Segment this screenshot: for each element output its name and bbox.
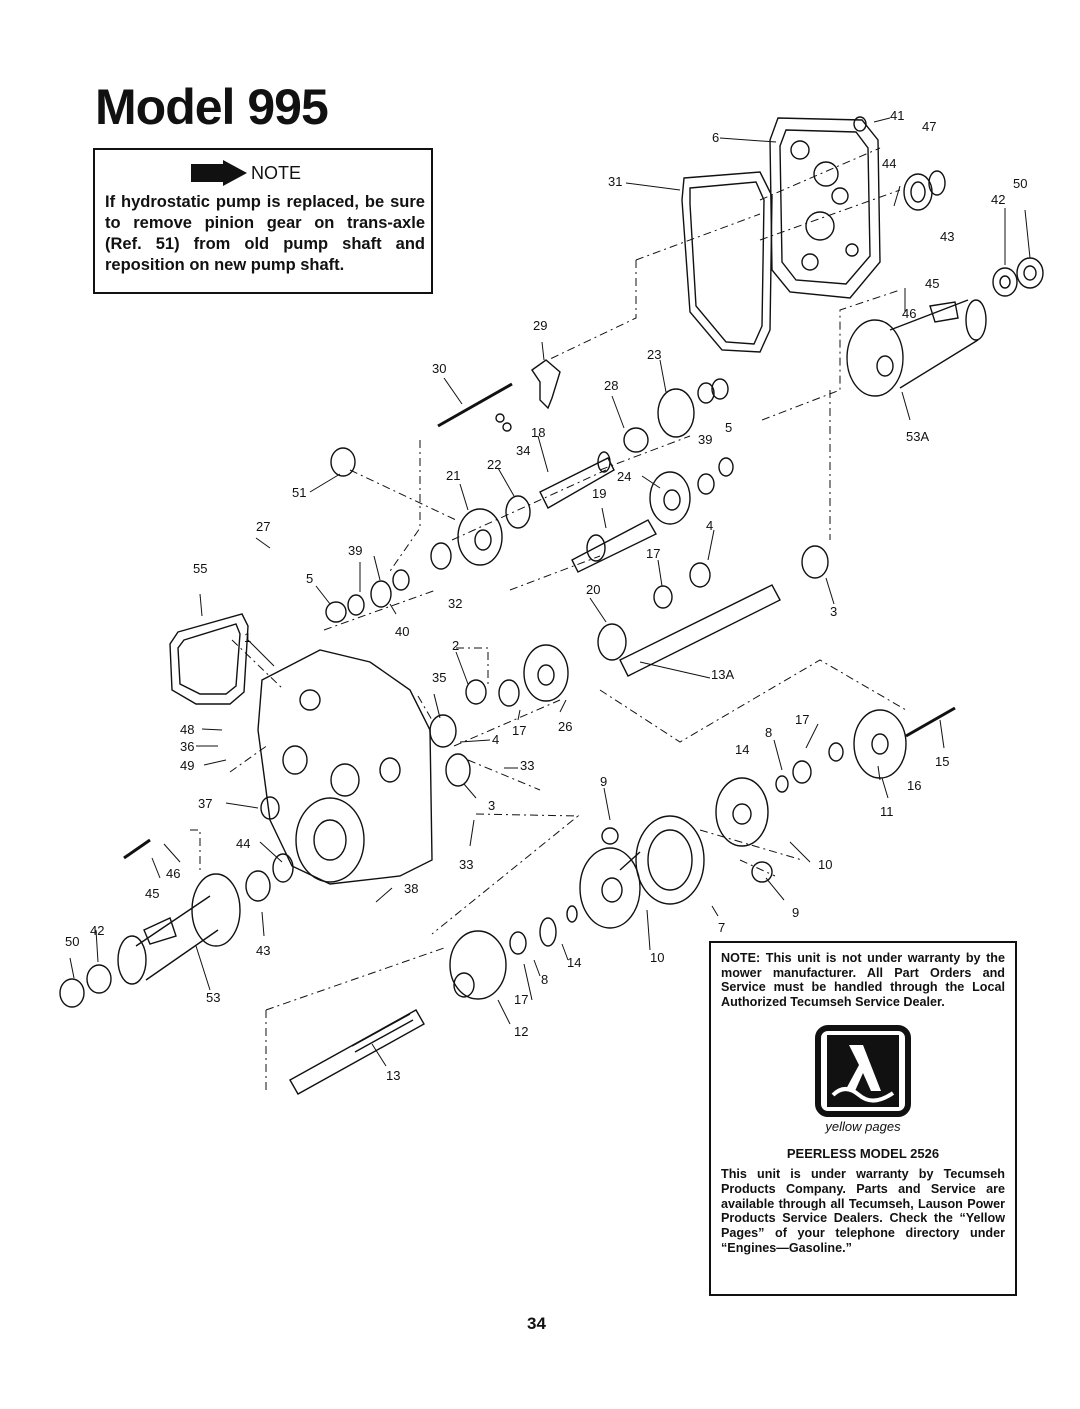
part-label: 4 bbox=[492, 732, 499, 747]
part-label: 17 bbox=[795, 712, 809, 727]
page-number: 34 bbox=[527, 1314, 546, 1333]
part-label: 37 bbox=[198, 796, 212, 811]
part-label: 38 bbox=[404, 881, 418, 896]
part-label: 53 bbox=[206, 990, 220, 1005]
part-label: 50 bbox=[1013, 176, 1027, 191]
part-label: 39 bbox=[698, 432, 712, 447]
part-label: 9 bbox=[792, 905, 799, 920]
part-label: 31 bbox=[608, 174, 622, 189]
note-text: If hydrostatic pump is replaced, be sure… bbox=[105, 193, 425, 274]
part-label: 44 bbox=[236, 836, 250, 851]
part-label: 42 bbox=[90, 923, 104, 938]
part-label: 3 bbox=[488, 798, 495, 813]
part-label: 41 bbox=[890, 108, 904, 123]
part-label: 2 bbox=[452, 638, 459, 653]
axle-hub-part bbox=[846, 299, 987, 397]
part-label: 32 bbox=[448, 596, 462, 611]
gasket-part bbox=[681, 171, 773, 353]
part-label: 55 bbox=[193, 561, 207, 576]
part-label: 47 bbox=[922, 119, 936, 134]
note-header: NOTE bbox=[191, 160, 425, 186]
part-label: 17 bbox=[514, 992, 528, 1007]
part-label: 14 bbox=[567, 955, 581, 970]
part-label: 44 bbox=[882, 156, 896, 171]
part-label: 9 bbox=[600, 774, 607, 789]
part-label: 23 bbox=[647, 347, 661, 362]
part-label: 50 bbox=[65, 934, 79, 949]
part-label: 40 bbox=[395, 624, 409, 639]
pump-replacement-note: NOTE If hydrostatic pump is replaced, be… bbox=[93, 148, 433, 294]
part-label: 43 bbox=[940, 229, 954, 244]
axle-housing-part bbox=[117, 873, 241, 985]
part-label: 3 bbox=[830, 604, 837, 619]
part-label: 14 bbox=[735, 742, 749, 757]
part-label: 46 bbox=[166, 866, 180, 881]
side-gasket-part bbox=[169, 613, 249, 705]
warranty-body-text: This unit is under warranty by Tecumseh … bbox=[721, 1167, 1005, 1255]
model-heading: PEERLESS MODEL 2526 bbox=[786, 1146, 940, 1161]
part-label: 43 bbox=[256, 943, 270, 958]
part-label: 19 bbox=[592, 486, 606, 501]
part-label: 12 bbox=[514, 1024, 528, 1039]
part-label: 24 bbox=[617, 469, 631, 484]
part-label: 8 bbox=[541, 972, 548, 987]
part-label: 34 bbox=[516, 443, 530, 458]
part-label: 45 bbox=[925, 276, 939, 291]
page-title: Model 995 bbox=[95, 79, 329, 135]
part-label: 26 bbox=[558, 719, 572, 734]
part-label: 10 bbox=[650, 950, 664, 965]
logo-caption: yellow pages bbox=[825, 1119, 901, 1134]
part-label: 18 bbox=[531, 425, 545, 440]
warranty-note-text: NOTE: This unit is not under warranty by… bbox=[721, 951, 1005, 1009]
part-label: 20 bbox=[586, 582, 600, 597]
part-label: 17 bbox=[512, 723, 526, 738]
part-label: 13A bbox=[711, 667, 734, 682]
part-label: 28 bbox=[604, 378, 618, 393]
warranty-notice-box: NOTE: This unit is not under warranty by… bbox=[709, 941, 1017, 1296]
right-arrow-icon bbox=[191, 160, 247, 186]
part-label: 1 bbox=[244, 630, 251, 645]
part-label: 29 bbox=[533, 318, 547, 333]
part-label: 35 bbox=[432, 670, 446, 685]
part-label: 17 bbox=[646, 546, 660, 561]
part-label: 33 bbox=[459, 857, 473, 872]
part-label: 45 bbox=[145, 886, 159, 901]
part-label: 7 bbox=[718, 920, 725, 935]
part-label: 46 bbox=[902, 306, 916, 321]
part-label: 13 bbox=[386, 1068, 400, 1083]
part-label: 11 bbox=[880, 804, 894, 819]
part-label: 4 bbox=[706, 518, 713, 533]
part-label: 8 bbox=[765, 725, 772, 740]
part-label: 30 bbox=[432, 361, 446, 376]
part-label: 36 bbox=[180, 739, 194, 754]
part-label: 21 bbox=[446, 468, 460, 483]
part-label: 53A bbox=[906, 429, 929, 444]
part-label: 33 bbox=[520, 758, 534, 773]
part-label: 51 bbox=[292, 485, 306, 500]
part-label: 27 bbox=[256, 519, 270, 534]
part-label: 5 bbox=[306, 571, 313, 586]
part-label: 48 bbox=[180, 722, 194, 737]
part-label: 39 bbox=[348, 543, 362, 558]
part-label: 10 bbox=[818, 857, 832, 872]
part-label: 16 bbox=[907, 778, 921, 793]
yellow-pages-logo-icon bbox=[815, 1025, 911, 1117]
note-label: NOTE bbox=[251, 162, 302, 183]
part-label: 49 bbox=[180, 758, 194, 773]
part-label: 6 bbox=[712, 130, 719, 145]
part-label: 5 bbox=[725, 420, 732, 435]
transaxle-housing-part bbox=[257, 649, 433, 885]
part-label: 15 bbox=[935, 754, 949, 769]
part-label: 42 bbox=[991, 192, 1005, 207]
part-label: 22 bbox=[487, 457, 501, 472]
cover-plate-part bbox=[769, 117, 881, 299]
